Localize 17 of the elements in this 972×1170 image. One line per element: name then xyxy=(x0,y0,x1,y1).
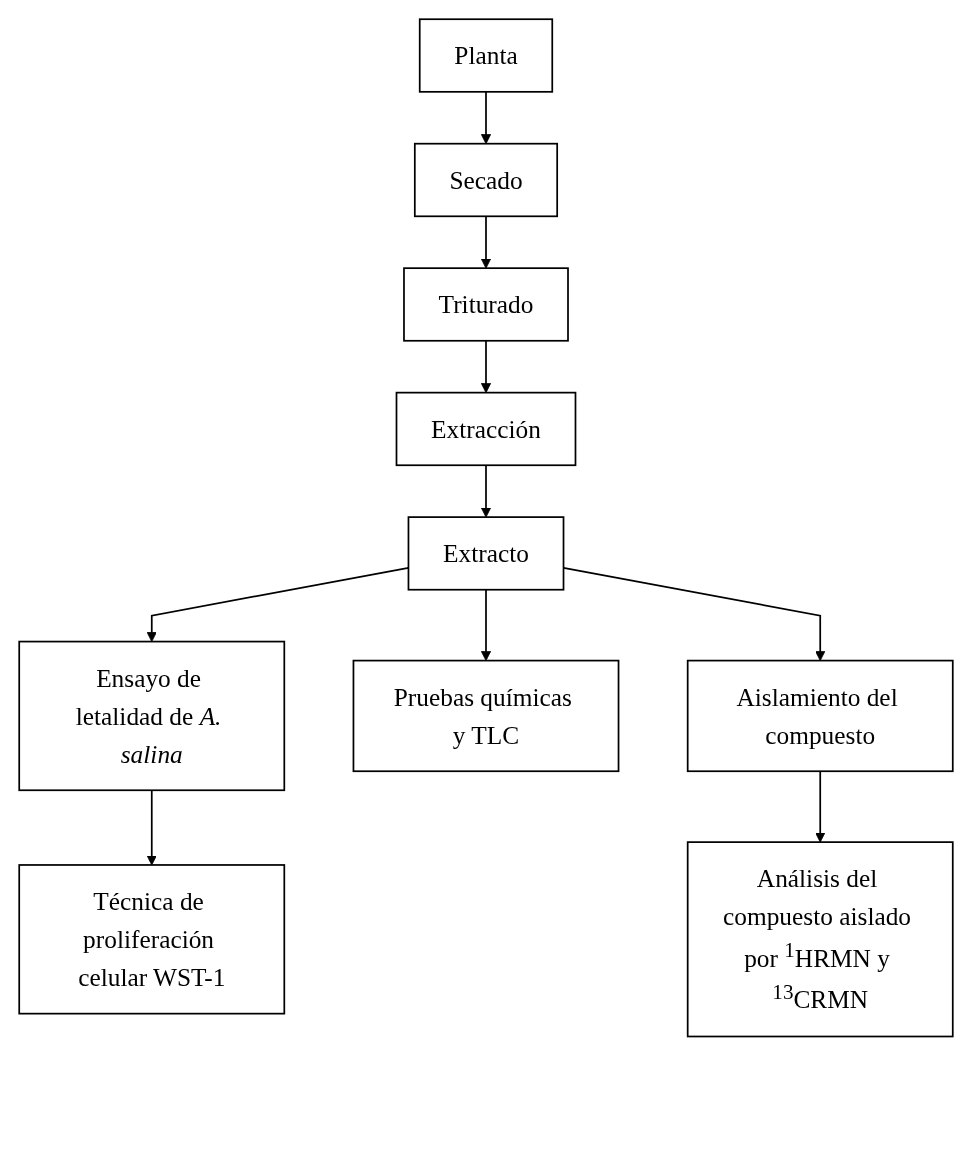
node-box: Análisis del compuesto aislado por $^{1}$HRMN y $^{13}$CRMN xyxy=(686,841,954,1038)
arrow xyxy=(480,464,492,518)
node-box: Ensayo de letalidad de A. salina xyxy=(18,640,286,792)
arrow xyxy=(815,770,826,843)
node-box: Extracto xyxy=(407,516,565,591)
arrow xyxy=(480,588,492,662)
arrow xyxy=(146,789,157,866)
arrow xyxy=(480,215,492,269)
node-box: Planta xyxy=(418,18,554,93)
arrow xyxy=(480,90,492,145)
node-box: Técnica de proliferación celular WST-1 xyxy=(18,864,286,1015)
node-box: Secado xyxy=(413,142,559,218)
node-box: Aislamiento del compuesto xyxy=(686,659,954,773)
arrow xyxy=(480,339,492,394)
node-box: Extracción xyxy=(395,391,577,467)
node-box: Pruebas químicas y TLC xyxy=(352,659,620,773)
node-box: Triturado xyxy=(403,267,569,342)
